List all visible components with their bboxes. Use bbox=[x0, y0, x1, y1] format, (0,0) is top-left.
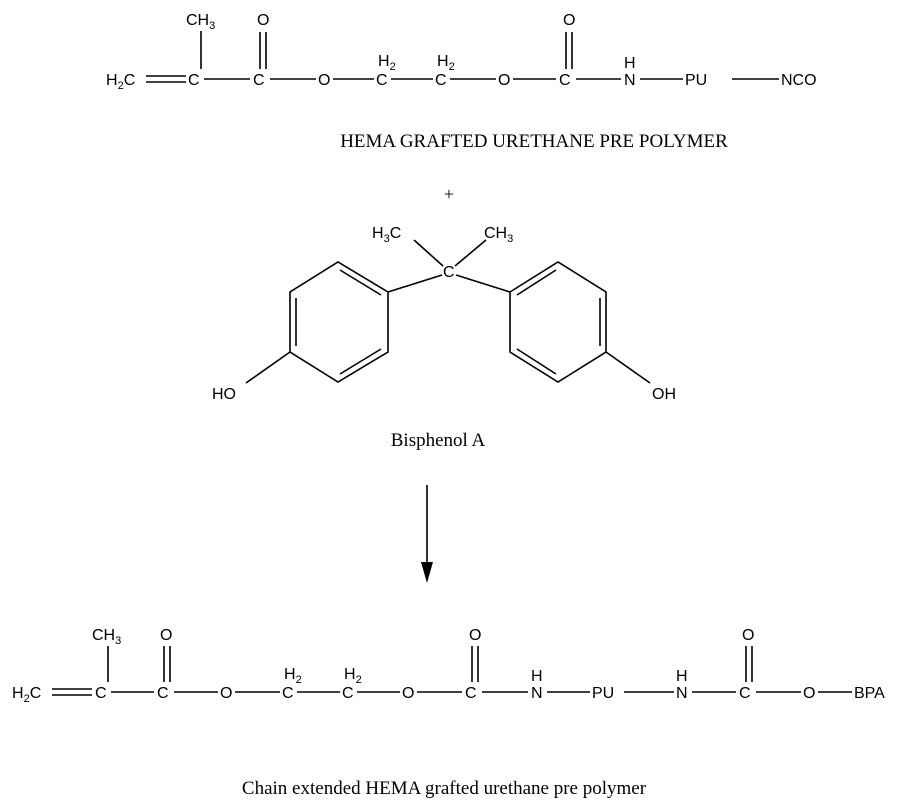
atom-h3c: H3C bbox=[372, 225, 401, 245]
atom-ch3: CH3 bbox=[92, 627, 121, 647]
aromatic-double-bond bbox=[339, 348, 382, 375]
atom-c: C bbox=[739, 685, 751, 702]
atom-h: H2 bbox=[344, 666, 362, 686]
atom-o: O bbox=[318, 72, 330, 89]
atom-o: O bbox=[220, 685, 232, 702]
atom-o-carbonyl: O bbox=[742, 627, 754, 644]
hema-urethane-prepolymer-structure: H2C C CH3 C O O H2 C H2 C O C O H bbox=[106, 12, 817, 92]
atom-oh: OH bbox=[652, 386, 676, 403]
atom-c: C bbox=[342, 685, 354, 702]
bond-line bbox=[605, 351, 651, 384]
atom-c: C bbox=[559, 72, 571, 89]
atom-c-center: C bbox=[443, 264, 455, 281]
atom-h: H bbox=[676, 668, 688, 685]
atom-o-carbonyl: O bbox=[257, 12, 269, 29]
atom-ch3: CH3 bbox=[186, 12, 215, 32]
bond-line bbox=[455, 274, 511, 293]
atom-c: C bbox=[157, 685, 169, 702]
aromatic-double-bond bbox=[516, 348, 557, 375]
atom-c: C bbox=[435, 72, 447, 89]
bond-line bbox=[245, 351, 291, 384]
atom-o: O bbox=[498, 72, 510, 89]
atom-o-carbonyl: O bbox=[563, 12, 575, 29]
atom-o-carbonyl: O bbox=[160, 627, 172, 644]
aromatic-double-bond bbox=[339, 269, 382, 296]
product-caption: Chain extended HEMA grafted urethane pre… bbox=[242, 778, 647, 799]
atom-h2c: H2C bbox=[106, 72, 135, 92]
atom-ho: HO bbox=[212, 386, 236, 403]
plus-sign: + bbox=[444, 184, 454, 204]
atom-n: N bbox=[676, 685, 688, 702]
atom-bpa: BPA bbox=[854, 685, 885, 702]
atom-h2c: H2C bbox=[12, 685, 41, 705]
atom-n: N bbox=[531, 685, 543, 702]
atom-o: O bbox=[402, 685, 414, 702]
atom-ch3: CH3 bbox=[484, 225, 513, 245]
atom-n: N bbox=[624, 72, 636, 89]
bond-line bbox=[387, 274, 443, 293]
chain-extended-product-structure: H2C C CH3 C O O H2 C H2 C O C O H N PU H… bbox=[12, 627, 885, 705]
aromatic-double-bond bbox=[516, 269, 557, 296]
atom-o-carbonyl: O bbox=[469, 627, 481, 644]
atom-c: C bbox=[188, 72, 200, 89]
atom-h: H2 bbox=[437, 53, 455, 73]
benzene-ring-right bbox=[509, 261, 607, 383]
reactant1-caption: HEMA GRAFTED URETHANE PRE POLYMER bbox=[340, 131, 728, 152]
atom-c: C bbox=[465, 685, 477, 702]
atom-c: C bbox=[376, 72, 388, 89]
atom-c: C bbox=[253, 72, 265, 89]
arrow-head bbox=[421, 562, 433, 583]
atom-pu: PU bbox=[592, 685, 614, 702]
atom-h: H bbox=[624, 55, 636, 72]
atom-pu: PU bbox=[685, 72, 707, 89]
bisphenol-a-structure: H3C CH3 C HO OH bbox=[212, 225, 676, 403]
bond-line bbox=[413, 239, 444, 267]
atom-h: H bbox=[531, 668, 543, 685]
atom-c: C bbox=[95, 685, 107, 702]
atom-h: H2 bbox=[378, 53, 396, 73]
bond-line bbox=[454, 239, 487, 267]
reaction-arrow bbox=[421, 485, 433, 583]
atom-nco: NCO bbox=[781, 72, 817, 89]
atom-c: C bbox=[282, 685, 294, 702]
benzene-ring-left bbox=[289, 261, 389, 383]
reactant2-caption: Bisphenol A bbox=[391, 430, 486, 451]
atom-o: O bbox=[803, 685, 815, 702]
atom-h: H2 bbox=[284, 666, 302, 686]
